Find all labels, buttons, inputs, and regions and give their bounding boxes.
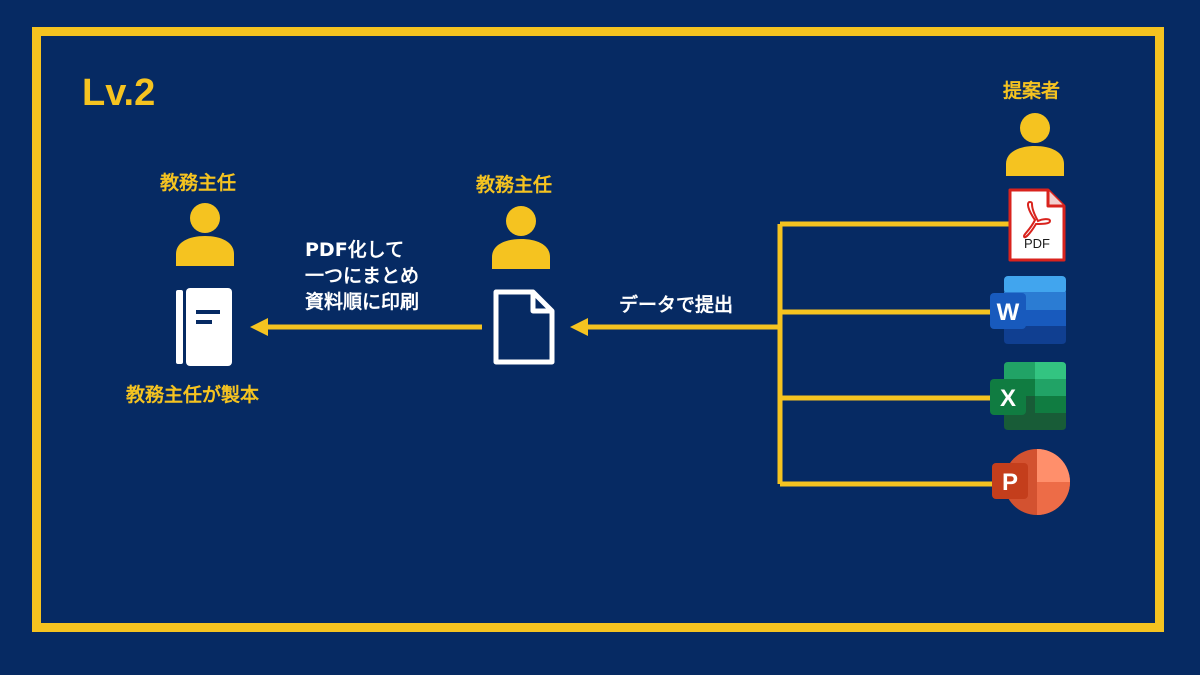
document-icon <box>493 289 555 365</box>
pdf-icon-text: PDF <box>1024 236 1050 251</box>
process-steps: PDF化して 一つにまとめ 資料順に印刷 <box>305 237 419 315</box>
word-icon-letter: W <box>997 299 1020 326</box>
process-step-1: PDF化して <box>305 239 405 261</box>
powerpoint-icon-letter: P <box>1002 469 1018 496</box>
arrow-to-chief-left <box>250 318 268 336</box>
process-step-3: 資料順に印刷 <box>305 291 420 313</box>
chief-left-person-icon <box>176 203 234 266</box>
pdf-icon: PDF <box>1008 188 1066 262</box>
diagram-frame <box>32 27 1164 632</box>
process-step-2: 一つにまとめ <box>305 265 420 287</box>
proposer-label: 提案者 <box>1003 80 1061 102</box>
submit-label: データで提出 <box>619 294 734 316</box>
excel-icon: X <box>990 362 1066 430</box>
powerpoint-icon: P <box>992 449 1070 515</box>
excel-icon-letter: X <box>1000 385 1016 412</box>
arrow-to-chief-mid <box>570 318 588 336</box>
booklet-icon <box>176 288 232 366</box>
chief-mid-label: 教務主任 <box>476 174 553 196</box>
bind-caption: 教務主任が製本 <box>126 384 260 406</box>
level-title: Lv.2 <box>82 72 156 114</box>
chief-mid-person-icon <box>492 206 550 269</box>
word-icon: W <box>990 276 1066 344</box>
chief-left-label: 教務主任 <box>160 172 237 194</box>
proposer-person-icon <box>1006 113 1064 176</box>
